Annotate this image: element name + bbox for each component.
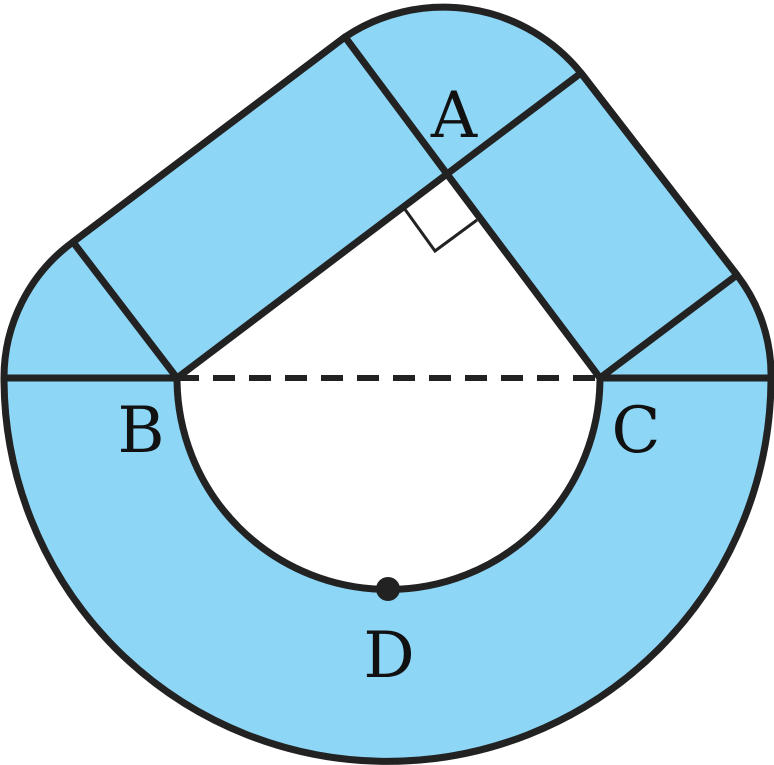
label-c: C (612, 394, 661, 468)
label-a: A (430, 79, 478, 153)
outer-boundary (0, 3, 774, 765)
point-d-dot (376, 577, 400, 601)
label-b: B (117, 394, 164, 468)
right-angle-marker (402, 207, 478, 254)
inner-white-region (177, 174, 600, 590)
label-d: D (363, 619, 414, 693)
